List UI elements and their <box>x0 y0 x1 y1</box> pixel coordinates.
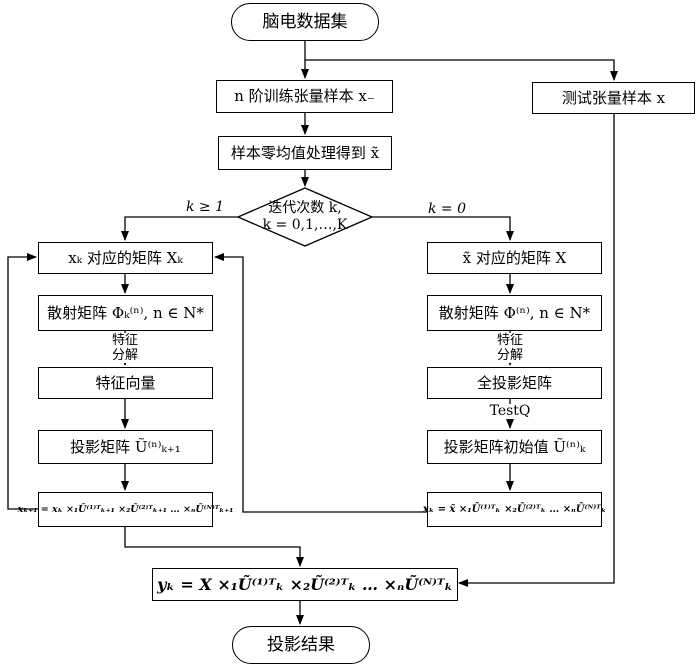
left-scatter-node: 散射矩阵 Φₖ⁽ⁿ⁾, n ∈ N* <box>38 295 213 331</box>
final-projection-node: yₖ = X ×₁Ũ⁽¹⁾ᵀₖ ×₂Ũ⁽²⁾ᵀₖ … ×ₙŨ⁽ᴺ⁾ᵀₖ <box>152 568 458 601</box>
edge-test-final <box>458 113 615 587</box>
left-update-node: xₖ₊₁ = xₖ ×₁Ũ⁽¹⁾ᵀₖ₊₁ ×₂Ũ⁽²⁾ᵀₖ₊₁ … ×ₙŨ⁽ᴺ⁾… <box>18 492 233 527</box>
right-eig-line-2: 分解 <box>496 348 523 363</box>
right-update-node: xₖ = x̃ ×₁Ũ⁽¹⁾ᵀₖ ×₂Ũ⁽²⁾ᵀₖ … ×ₙŨ⁽ᴺ⁾ᵀₖ <box>423 492 606 527</box>
test-sample-node: 测试张量样本 x <box>532 82 695 114</box>
edge-left-loop <box>7 253 38 510</box>
right-scatter-node: 散射矩阵 Φ⁽ⁿ⁾, n ∈ N* <box>427 295 602 331</box>
edge-decision-left <box>121 216 238 241</box>
edge-start-test <box>305 59 618 81</box>
start-node: 脑电数据集 <box>231 3 379 41</box>
right-fullproj-node: 全投影矩阵 <box>427 367 602 399</box>
left-eig-line-2: 分解 <box>111 348 138 363</box>
decision-label: 迭代次数 k, k = 0,1,…,K <box>238 200 372 234</box>
left-eigvec-node: 特征向量 <box>38 367 213 399</box>
right-eig-label: 特征 分解 <box>495 333 525 363</box>
left-eig-label: 特征 分解 <box>110 333 140 363</box>
train-sample-node: n 阶训练张量样本 x₋ <box>216 80 393 113</box>
right-init-node: 投影矩阵初始值 Ũ⁽ⁿ⁾ₖ <box>427 430 602 464</box>
end-node: 投影结果 <box>232 626 370 664</box>
edge-left-final <box>124 527 304 567</box>
left-branch-label: k ≥ 1 <box>186 199 225 215</box>
left-eig-line-1: 特征 <box>111 333 138 348</box>
edge-right-to-left-matrix <box>214 253 427 513</box>
zero-mean-node: 样本零均值处理得到 x̃ <box>218 136 392 170</box>
right-matrix-node: x̃ 对应的矩阵 X <box>427 242 602 274</box>
edge-decision-right <box>372 216 514 241</box>
decision-line-2: k = 0,1,…,K <box>262 217 348 233</box>
left-proj-node: 投影矩阵 Ũ⁽ⁿ⁾ₖ₊₁ <box>38 430 213 464</box>
right-branch-label: k = 0 <box>428 201 467 217</box>
testq-label: TestQ <box>485 404 535 419</box>
decision-line-1: 迭代次数 k, <box>268 200 342 216</box>
left-matrix-node: xₖ 对应的矩阵 Xₖ <box>38 242 213 274</box>
decision-diamond <box>236 187 374 247</box>
right-eig-line-1: 特征 <box>496 333 523 348</box>
